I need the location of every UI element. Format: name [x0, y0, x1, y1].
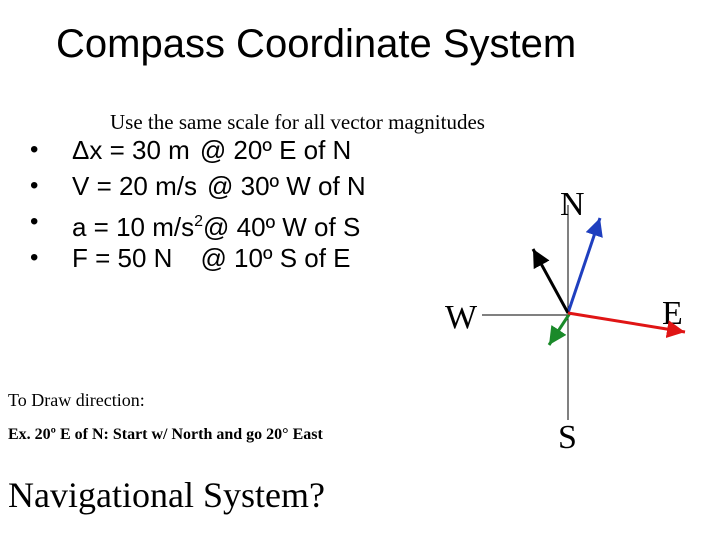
vector-quantity: Δx = 30 m — [72, 135, 190, 165]
force-vector-arrow — [567, 311, 686, 338]
north-label: N — [560, 186, 585, 223]
vector-item-acceleration: • a = 10 m/s2@ 40º W of S — [30, 204, 366, 242]
vector-direction: @ 30º W of N — [207, 171, 366, 201]
instruction-example: Ex. 20º E of N: Start w/ North and go 20… — [8, 426, 323, 443]
navigational-question: Navigational System? — [8, 475, 325, 515]
slide-title: Compass Coordinate System — [56, 22, 577, 66]
vector-item-displacement: • Δx = 30 m @ 20º E of N — [30, 132, 366, 168]
vector-quantity: V = 20 m/s — [72, 171, 197, 201]
scale-note: Use the same scale for all vector magnit… — [110, 110, 485, 134]
vector-item-velocity: • V = 20 m/s @ 30º W of N — [30, 168, 366, 204]
south-label: S — [558, 419, 577, 456]
velocity-vector-arrow — [531, 248, 570, 314]
vector-item-force: • F = 50 N @ 10º S of E — [30, 240, 366, 276]
vector-direction: @ 10º S of E — [200, 243, 351, 273]
vector-quantity: F = 50 N — [72, 243, 173, 273]
vector-direction: @ 20º E of N — [199, 135, 352, 165]
bullet-marker: • — [30, 244, 39, 271]
displacement-vector-arrow — [566, 217, 603, 314]
vector-quantity: a = 10 m/s — [72, 212, 195, 242]
vector-list: • Δx = 30 m @ 20º E of N • V = 20 m/s @ 30… — [30, 132, 366, 276]
acceleration-vector-arrow — [547, 312, 572, 346]
bullet-marker: • — [30, 136, 39, 163]
vector-direction: @ 40º W of S — [203, 212, 361, 242]
east-label: E — [662, 295, 683, 332]
bullet-marker: • — [30, 208, 39, 235]
bullet-marker: • — [30, 172, 39, 199]
vector-exponent: 2 — [194, 213, 204, 230]
instruction-heading: To Draw direction: — [8, 390, 145, 410]
west-label: W — [445, 299, 478, 336]
